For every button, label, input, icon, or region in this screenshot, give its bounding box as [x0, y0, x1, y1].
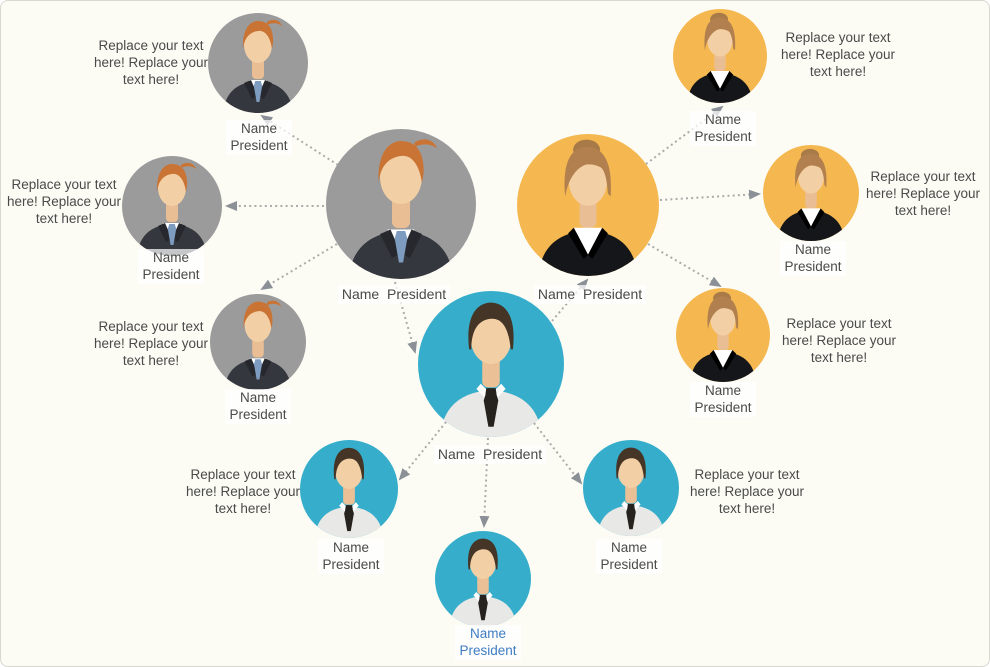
node-teal-bottom-right[interactable] — [583, 440, 679, 536]
annotation-teal-right[interactable]: Replace your text here! Replace your tex… — [689, 467, 805, 516]
male-orange-avatar-icon — [122, 156, 222, 256]
male-dark-avatar-icon — [300, 440, 398, 538]
node-label-gray-leader[interactable]: Name President — [314, 285, 474, 304]
node-label-yellow-leader[interactable]: Name President — [510, 285, 670, 304]
node-label-teal-bottom-right[interactable]: Name President — [569, 539, 689, 574]
connector-gray-to-bottom — [260, 243, 338, 291]
connector-yellow-to-bottom — [647, 243, 722, 288]
node-label-gray-bottom[interactable]: Name President — [198, 389, 318, 424]
node-label-gray-top[interactable]: Name President — [199, 120, 319, 155]
connector-teal-to-bcenter — [479, 437, 490, 528]
node-teal-leader[interactable] — [418, 291, 564, 437]
male-dark-avatar-icon — [418, 291, 564, 437]
annotation-gray-bottom[interactable]: Replace your text here! Replace your tex… — [93, 319, 209, 368]
node-label-yellow-top[interactable]: Name President — [663, 111, 783, 146]
male-orange-avatar-icon — [326, 129, 476, 279]
male-orange-avatar-icon — [210, 294, 306, 390]
node-label-teal-leader[interactable]: Name President — [410, 445, 570, 464]
male-dark-avatar-icon — [583, 440, 679, 536]
annotation-yellow-top[interactable]: Replace your text here! Replace your tex… — [780, 30, 896, 79]
annotation-teal-left[interactable]: Replace your text here! Replace your tex… — [185, 467, 301, 516]
node-label-teal-bottom-center[interactable]: Name President — [428, 625, 548, 660]
annotation-gray-top[interactable]: Replace your text here! Replace your tex… — [93, 38, 209, 87]
female-avatar-icon — [763, 145, 859, 241]
female-avatar-icon — [673, 9, 767, 103]
node-label-gray-left[interactable]: Name President — [111, 249, 231, 284]
node-label-teal-bottom-left[interactable]: Name President — [291, 539, 411, 574]
node-label-yellow-right[interactable]: Name President — [753, 241, 873, 276]
connector-teal-to-bright — [533, 422, 583, 485]
node-yellow-leader[interactable] — [517, 134, 659, 276]
node-teal-bottom-center[interactable] — [435, 531, 531, 627]
node-gray-bottom[interactable] — [210, 294, 306, 390]
node-label-yellow-bottom[interactable]: Name President — [663, 382, 783, 417]
female-avatar-icon — [517, 134, 659, 276]
annotation-yellow-bottom[interactable]: Replace your text here! Replace your tex… — [781, 316, 897, 365]
node-teal-bottom-left[interactable] — [300, 440, 398, 538]
node-yellow-top[interactable] — [673, 9, 767, 103]
annotation-yellow-right[interactable]: Replace your text here! Replace your tex… — [865, 169, 981, 218]
node-gray-left[interactable] — [122, 156, 222, 256]
node-gray-leader[interactable] — [326, 129, 476, 279]
connector-yellow-to-right — [659, 189, 761, 201]
male-dark-avatar-icon — [435, 531, 531, 627]
node-yellow-bottom[interactable] — [676, 288, 770, 382]
node-yellow-right[interactable] — [763, 145, 859, 241]
connector-teal-to-bleft — [398, 421, 447, 481]
female-avatar-icon — [676, 288, 770, 382]
male-orange-avatar-icon — [208, 13, 308, 113]
annotation-gray-left[interactable]: Replace your text here! Replace your tex… — [6, 177, 122, 226]
node-gray-top[interactable] — [208, 13, 308, 113]
